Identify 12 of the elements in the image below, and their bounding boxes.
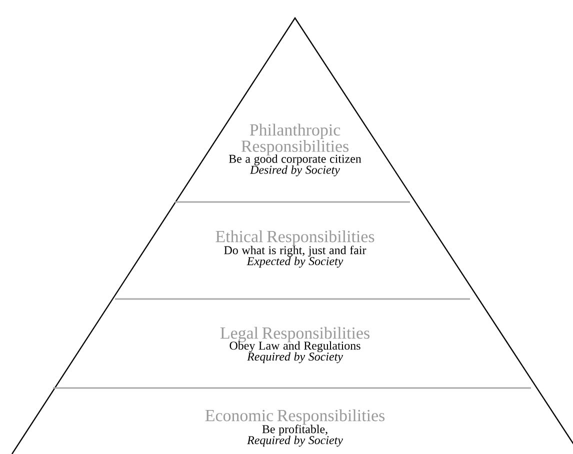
layer-description: Be profitable, <box>262 424 328 436</box>
layer-description: Obey Law and Regulations <box>230 341 360 352</box>
layer-note: Expected by Society <box>246 256 344 268</box>
layer-description: Be a good corporate citizen <box>228 154 362 166</box>
layer-note: Required by Society <box>247 436 343 447</box>
layer-title: Philanthropic Responsibilities <box>241 124 349 156</box>
layer-note: Required by Society <box>247 352 343 364</box>
layer-title: Legal Responsibilities <box>220 326 370 342</box>
layer-title: Ethical Responsibilities <box>216 230 374 246</box>
layer-description: Do what is right, just and fair <box>224 246 366 257</box>
layer-note: Desired by Society <box>250 165 340 176</box>
layer-title: Economic Responsibilities <box>205 409 385 425</box>
